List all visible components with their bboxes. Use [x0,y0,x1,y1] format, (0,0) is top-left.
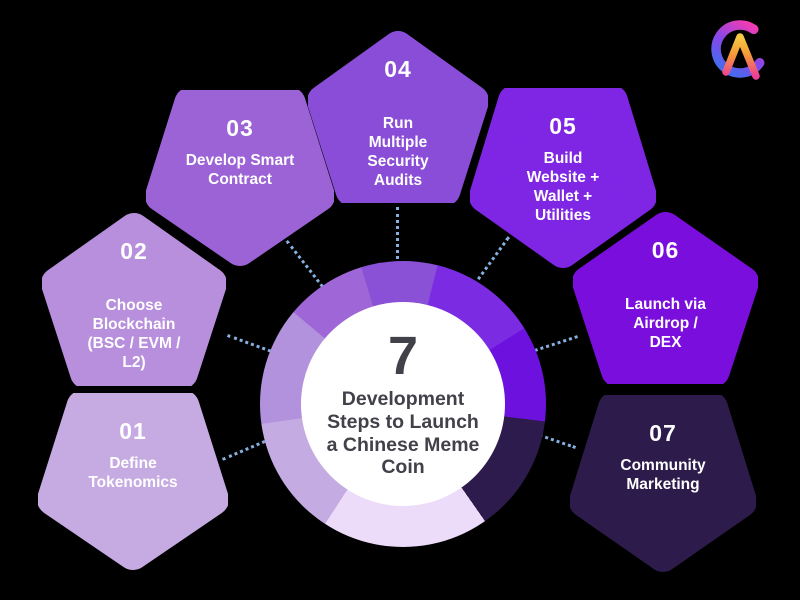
step-number: 03 [226,115,254,141]
step-label: Define Tokenomics [88,455,178,491]
step-number: 01 [119,418,147,444]
center-title: Development Steps to Launch a Chinese Me… [326,388,480,479]
step-label: Community Marketing [620,457,706,493]
step-pentagon-06: 06 Launch via Airdrop / DEX [573,212,758,384]
step-pentagon-04: 04 Run Multiple Security Audits [308,31,488,203]
step-pentagon-02: 02 Choose Blockchain (BSC / EVM / L2) [42,213,226,386]
brand-logo [711,20,765,80]
ring-center: 7 Development Steps to Launch a Chinese … [301,302,505,506]
step-pentagon-05: 05 Build Website + Wallet + Utilities [470,88,656,268]
step-number: 04 [384,56,412,82]
pentagon-shape-icon [570,395,756,572]
logo-a-caret-icon [722,33,760,80]
pentagon-shape-icon [470,88,656,268]
logo-c-ring-icon [711,20,765,78]
pentagon-shape-icon [38,393,228,570]
pentagon-shape-icon [308,31,488,203]
pentagon-shape-icon [146,90,334,266]
progress-ring: 7 Development Steps to Launch a Chinese … [260,261,546,547]
step-number: 02 [120,238,148,264]
step-label: Launch via Airdrop / DEX [625,296,706,351]
step-pentagon-01: 01 Define Tokenomics [38,393,228,570]
pentagon-shape-icon [42,213,226,386]
step-label: Develop Smart Contract [185,152,295,188]
step-number: 05 [549,113,577,139]
step-label: Run Multiple Security Audits [367,115,429,189]
center-step-count: 7 [387,326,419,387]
pentagon-shape-icon [573,212,758,384]
step-label: Build Website + Wallet + Utilities [526,150,600,224]
step-pentagon-07: 07 Community Marketing [570,395,756,572]
step-number: 06 [651,237,680,263]
step-number: 07 [649,420,677,446]
step-label: Choose Blockchain (BSC / EVM / L2) [87,297,181,371]
connector-line-step4 [396,207,399,259]
step-pentagon-03: 03 Develop Smart Contract [146,90,334,266]
